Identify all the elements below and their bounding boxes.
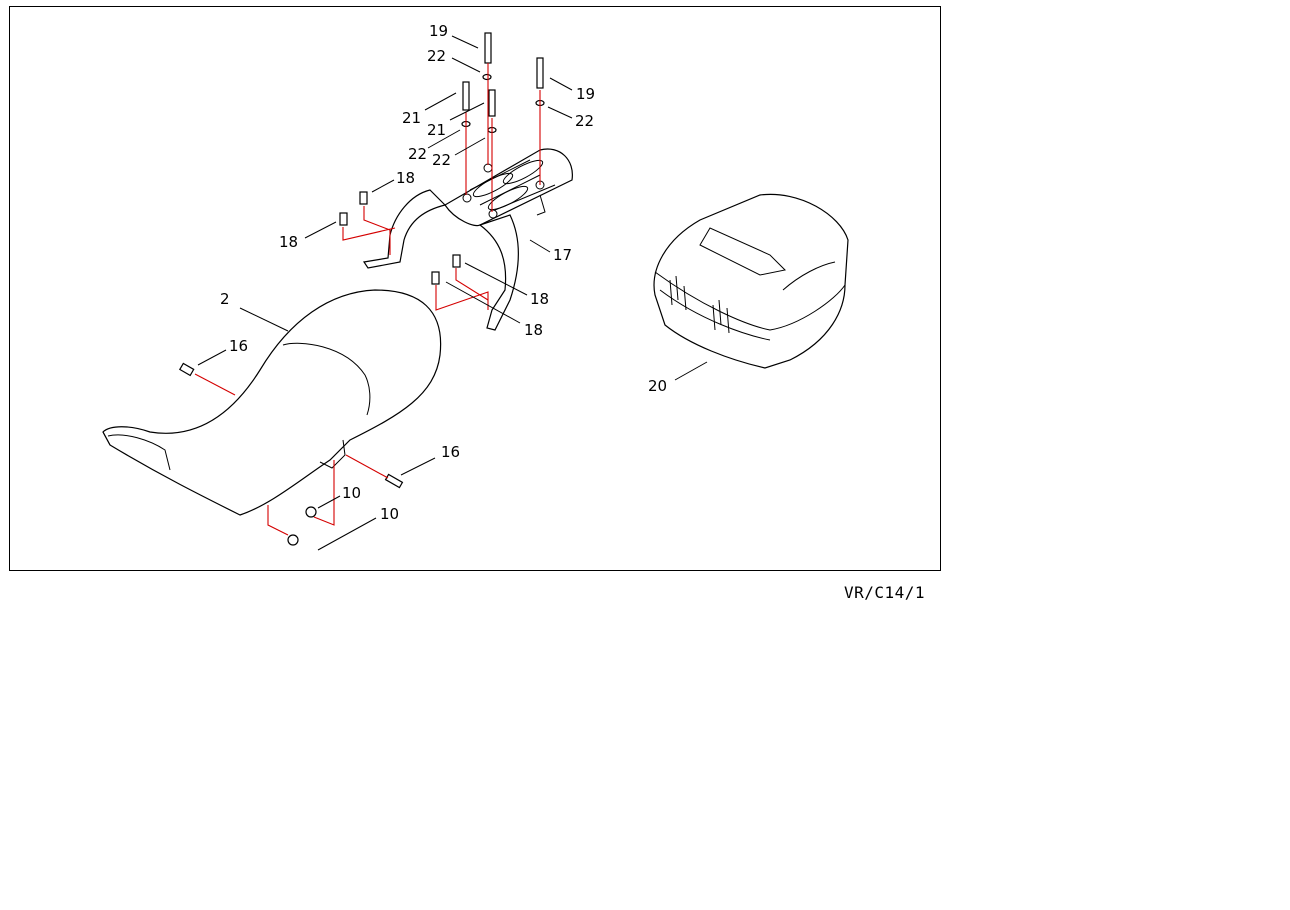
callout-16: 16: [441, 443, 460, 461]
callout-19: 19: [576, 85, 595, 103]
callout-22: 22: [427, 47, 446, 65]
seat-drawing: [102, 289, 442, 516]
callout-22: 22: [575, 112, 594, 130]
callout-22: 22: [432, 151, 451, 169]
callout-19: 19: [429, 22, 448, 40]
callout-17: 17: [553, 246, 572, 264]
callout-18: 18: [524, 321, 543, 339]
callout-18: 18: [530, 290, 549, 308]
leader-lines: [197, 35, 708, 551]
callout-21: 21: [402, 109, 421, 127]
drawing-reference-code: VR/C14/1: [844, 583, 926, 602]
callout-18: 18: [279, 233, 298, 251]
callout-21: 21: [427, 121, 446, 139]
callout-22: 22: [408, 145, 427, 163]
callout-labels: 19 22 19 22 21 21 22 22 18 18 17 18 18 2…: [220, 22, 667, 523]
callout-18: 18: [396, 169, 415, 187]
top-box-drawing: [653, 193, 849, 369]
callout-10: 10: [380, 505, 399, 523]
callout-10: 10: [342, 484, 361, 502]
assembly-lines: [194, 63, 541, 536]
callout-2: 2: [220, 290, 230, 308]
callout-20: 20: [648, 377, 667, 395]
callout-16: 16: [229, 337, 248, 355]
